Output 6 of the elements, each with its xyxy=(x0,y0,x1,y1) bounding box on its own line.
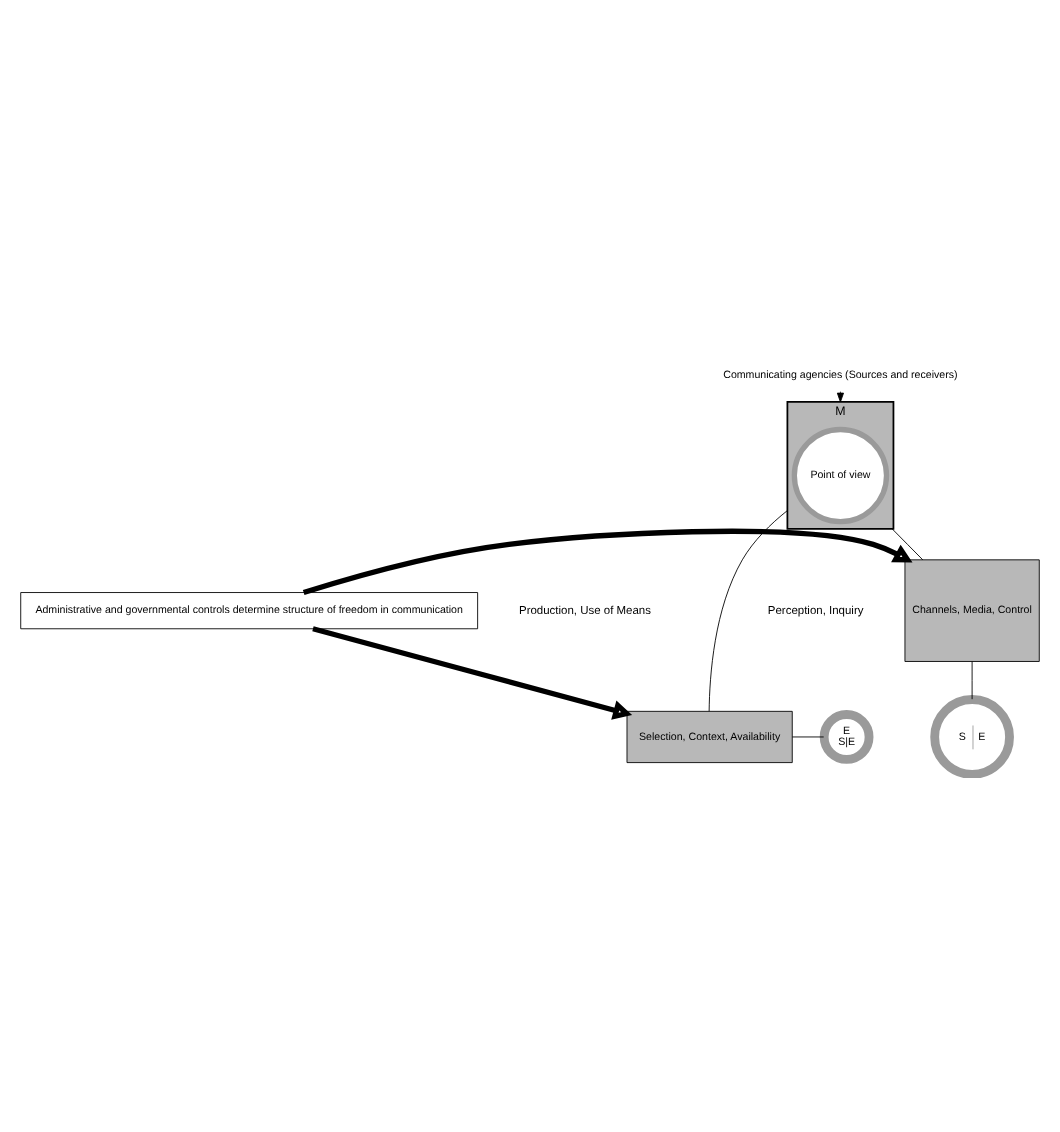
connector xyxy=(971,660,973,699)
arrow xyxy=(302,527,913,595)
connector xyxy=(891,527,924,560)
connector xyxy=(791,735,825,737)
arrow xyxy=(312,625,633,719)
connector xyxy=(708,509,788,711)
